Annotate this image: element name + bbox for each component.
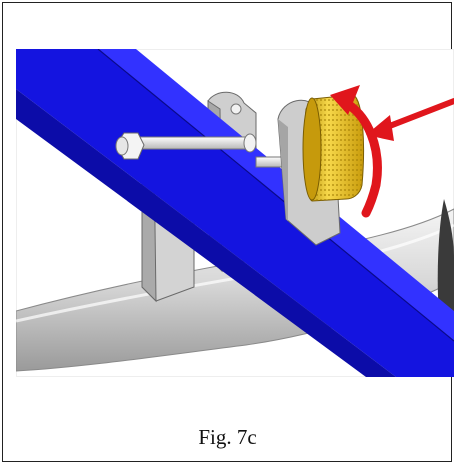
- figure-caption: Fig. 7c: [198, 425, 257, 449]
- rotate-arrow-icon: [330, 85, 382, 218]
- blue-beam: [16, 49, 454, 377]
- adjustment-knob: [302, 94, 365, 202]
- assembly-illustration: [16, 49, 454, 377]
- pointer-arrow-icon: [366, 98, 454, 141]
- bolt: [115, 132, 257, 160]
- assembly-drawing: [16, 49, 454, 377]
